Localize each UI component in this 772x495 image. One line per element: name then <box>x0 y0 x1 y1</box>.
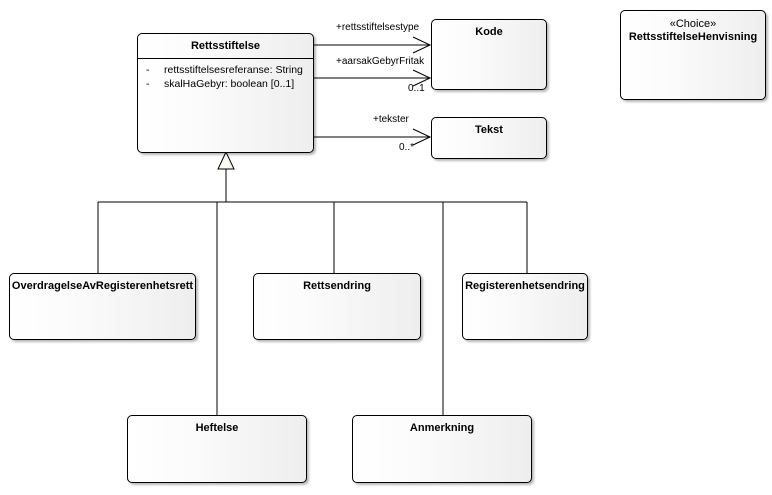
attribute-visibility: - <box>146 78 150 90</box>
attribute-row: - rettsstiftelsesreferanse: String <box>138 63 313 77</box>
class-title-overdragelseavregisterenhetsrett: OverdragelseAvRegisterenhetsrett <box>11 280 194 292</box>
class-rettsstiftelsehenvisning[interactable]: «Choice» RettsstiftelseHenvisning <box>620 10 766 100</box>
attribute-compartment: - rettsstiftelsesreferanse: String - skalH… <box>138 59 313 91</box>
class-title-rettsendring: Rettsendring <box>303 280 371 292</box>
class-anmerkning[interactable]: Anmerkning <box>352 415 532 483</box>
attribute-row: - skalHaGebyr: boolean [0..1] <box>138 77 313 91</box>
class-rettsendring[interactable]: Rettsendring <box>253 273 421 340</box>
class-title-rettsstiftelse: Rettsstiftelse <box>190 40 261 52</box>
class-title-rettsstiftelsehenvisning: RettsstiftelseHenvisning <box>628 31 758 43</box>
attribute-text: skalHaGebyr: boolean [0..1] <box>164 78 295 90</box>
class-title-tekst: Tekst <box>475 124 503 136</box>
class-registerenhetsendring[interactable]: Registerenhetsendring <box>462 273 588 340</box>
association-rettsstiftelsestype <box>313 36 432 54</box>
attribute-text: rettsstiftelsesreferanse: String <box>164 64 303 76</box>
class-kode[interactable]: Kode <box>431 19 547 90</box>
attribute-visibility: - <box>146 64 150 76</box>
class-tekst[interactable]: Tekst <box>431 117 547 159</box>
association-role-label-rettsstiftelsestype: +rettsstiftelsestype <box>336 22 420 33</box>
class-title-registerenhetsendring: Registerenhetsendring <box>465 280 585 292</box>
class-title-anmerkning: Anmerkning <box>409 422 475 434</box>
class-heftelse[interactable]: Heftelse <box>127 415 307 483</box>
association-role-label-tekster: +tekster <box>373 114 409 125</box>
association-multiplicity-label-aarsakgebyrfritak: 0..1 <box>408 83 425 94</box>
class-rettsstiftelse[interactable]: Rettsstiftelse - rettsstiftelsesreferanse… <box>137 33 314 153</box>
class-title-kode: Kode <box>475 26 503 38</box>
association-multiplicity-label-tekster: 0..* <box>399 142 415 153</box>
class-divider <box>138 58 313 59</box>
association-role-label-aarsakgebyrfritak: +aarsakGebyrFritak <box>336 56 425 67</box>
class-overdragelseavregisterenhetsrett[interactable]: OverdragelseAvRegisterenhetsrett <box>9 273 196 340</box>
class-stereotype-choice: «Choice» <box>669 18 717 30</box>
class-title-heftelse: Heftelse <box>195 422 239 434</box>
